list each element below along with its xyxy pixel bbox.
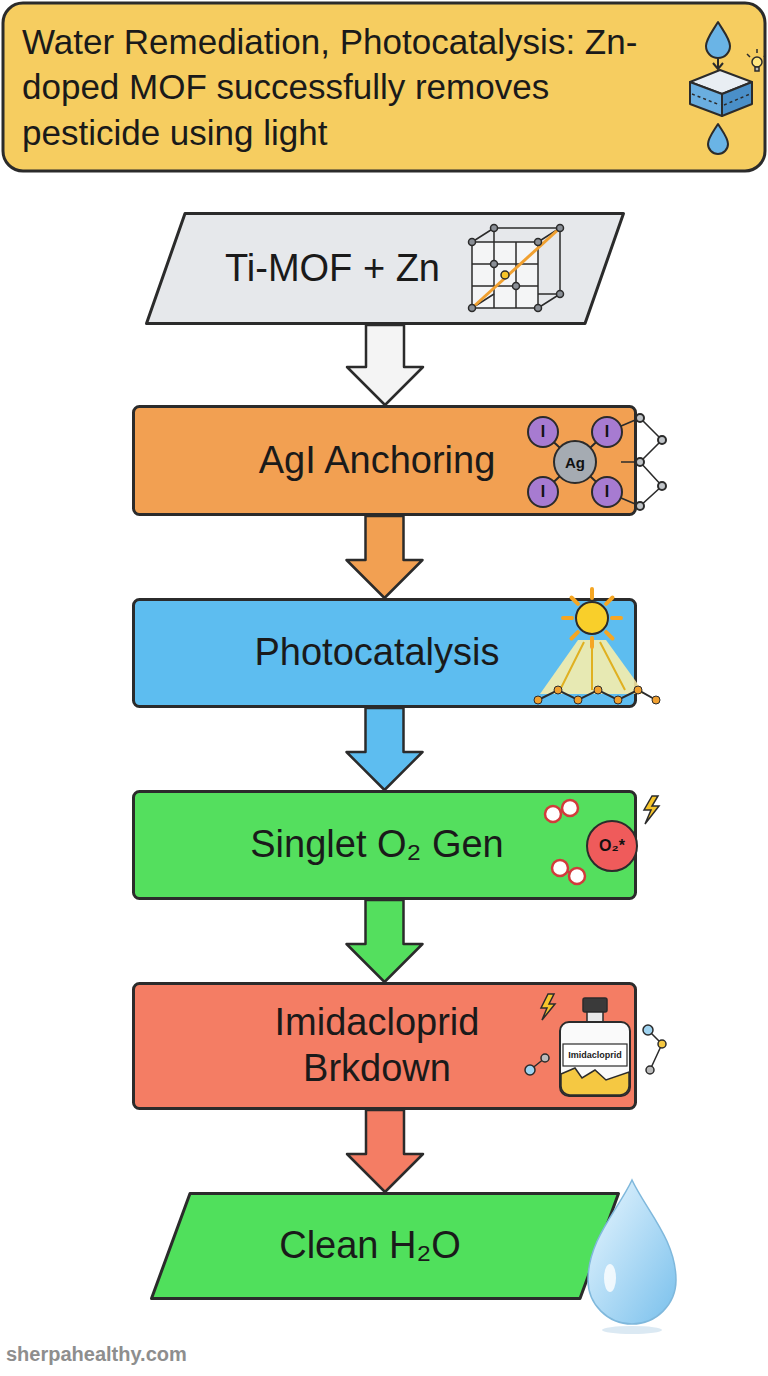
- light-bulb-icon: [747, 49, 765, 57]
- mof-lattice-icon: [535, 239, 542, 246]
- agi-cluster-icon: [592, 417, 622, 447]
- light-bulb-icon: [755, 67, 759, 71]
- agi-cluster-icon: [592, 477, 622, 507]
- filter-icon: [692, 94, 720, 105]
- filter-icon: [717, 58, 719, 68]
- pesticide-bottle-icon: [541, 1054, 549, 1062]
- pesticide-bottle-icon: [646, 1066, 654, 1074]
- filter-icon: [706, 22, 730, 58]
- block-arrow: [347, 325, 423, 405]
- light-bulb-icon: [752, 57, 762, 67]
- node-outline: [134, 600, 636, 707]
- pesticide-bottle-icon: [563, 1044, 627, 1066]
- filter-icon: [724, 94, 750, 105]
- filter-icon: [722, 82, 752, 116]
- icon-label: O₂*: [599, 838, 625, 854]
- icon-label: I: [541, 484, 545, 500]
- agi-cluster-icon: [658, 436, 666, 444]
- singlet-oxygen-icon: [562, 800, 578, 816]
- mof-lattice-icon: [501, 271, 509, 279]
- process-box: Singlet O₂ Gen: [132, 790, 637, 900]
- mof-lattice-icon: [513, 283, 520, 290]
- node-outline: [134, 792, 636, 899]
- agi-cluster-icon: [528, 477, 558, 507]
- sunlight-icon: [652, 696, 660, 704]
- singlet-oxygen-icon: [569, 868, 585, 884]
- block-arrow: [347, 900, 423, 982]
- water-drop-icon: [604, 1264, 616, 1292]
- pesticide-bottle-icon: [587, 1012, 603, 1022]
- node-outline: [152, 1194, 619, 1299]
- agi-cluster-icon: [554, 441, 596, 483]
- filter-icon: [713, 63, 723, 69]
- agi-cluster-icon: [636, 502, 644, 510]
- node-label: Clean H₂O: [279, 1223, 461, 1269]
- sunlight-icon: [574, 696, 582, 704]
- io-parallelogram: Clean H₂O: [150, 1192, 620, 1300]
- sunlight-icon: [594, 686, 602, 694]
- sunlight-icon: [554, 686, 562, 694]
- node-outline: [147, 214, 624, 324]
- title-banner: [3, 3, 765, 171]
- filter-icon: [708, 124, 728, 154]
- light-bulb-icon: [747, 49, 765, 71]
- singlet-oxygen-icon: [545, 806, 561, 822]
- icon-label: Ag: [565, 455, 585, 470]
- mof-lattice-icon: [469, 239, 476, 246]
- icon-label: I: [605, 484, 609, 500]
- mof-lattice-icon: [491, 261, 498, 268]
- icon-label: Imidacloprid: [568, 1051, 622, 1060]
- filter-icon: [690, 82, 722, 116]
- sunlight-icon: [563, 589, 621, 647]
- sunlight-icon: [534, 696, 542, 704]
- node-shape: [132, 982, 637, 1110]
- block-arrow: [347, 708, 423, 790]
- water-drop-icon: [602, 1326, 662, 1334]
- mof-lattice-icon: [469, 305, 476, 312]
- node-outline: [134, 984, 636, 1109]
- mof-lattice-icon: [557, 225, 564, 232]
- process-box: Imidacloprid Brkdown: [132, 982, 637, 1110]
- icon-label: I: [541, 424, 545, 440]
- pesticide-bottle-icon: [643, 1025, 653, 1035]
- agi-cluster-icon: [528, 417, 558, 447]
- node-label: Photocatalysis: [254, 630, 499, 676]
- sunlight-icon: [576, 602, 608, 634]
- pesticide-bottle-icon: [560, 1022, 630, 1096]
- title-area: Water Remediation, Photocatalysis: Zn-do…: [22, 12, 677, 162]
- agi-cluster-icon: [636, 414, 644, 422]
- mof-lattice-icon: [535, 305, 542, 312]
- mof-lattice-icon: [491, 225, 498, 232]
- io-parallelogram: Ti-MOF + Zn: [145, 212, 625, 325]
- mof-lattice-icon: [557, 291, 564, 298]
- node-label: Imidacloprid Brkdown: [227, 1000, 527, 1091]
- node-label: Ti-MOF + Zn: [225, 246, 440, 292]
- node-label: AgI Anchoring: [259, 438, 496, 484]
- node-label: Singlet O₂ Gen: [250, 822, 503, 868]
- pesticide-bottle-icon: [658, 1040, 666, 1048]
- process-box: AgI Anchoring: [132, 405, 637, 516]
- title-text: Water Remediation, Photocatalysis: Zn-do…: [22, 19, 677, 156]
- watermark: sherpahealthy.com: [6, 1344, 187, 1364]
- block-arrow: [347, 516, 423, 598]
- node-outline: [134, 407, 636, 515]
- block-arrow: [347, 1110, 423, 1192]
- filter-icon: [690, 22, 752, 154]
- singlet-oxygen-icon: [587, 821, 637, 871]
- pesticide-bottle-icon: [525, 1065, 535, 1075]
- process-box: Photocatalysis: [132, 598, 637, 708]
- sunlight-icon: [634, 686, 642, 694]
- agi-cluster-icon: [636, 458, 644, 466]
- pesticide-bottle-icon: [561, 1068, 629, 1095]
- icon-label: I: [605, 424, 609, 440]
- agi-cluster-icon: [658, 482, 666, 490]
- singlet-oxygen-icon: [644, 796, 659, 824]
- sunlight-icon: [614, 696, 622, 704]
- pesticide-bottle-icon: [583, 998, 607, 1012]
- singlet-oxygen-icon: [552, 860, 568, 876]
